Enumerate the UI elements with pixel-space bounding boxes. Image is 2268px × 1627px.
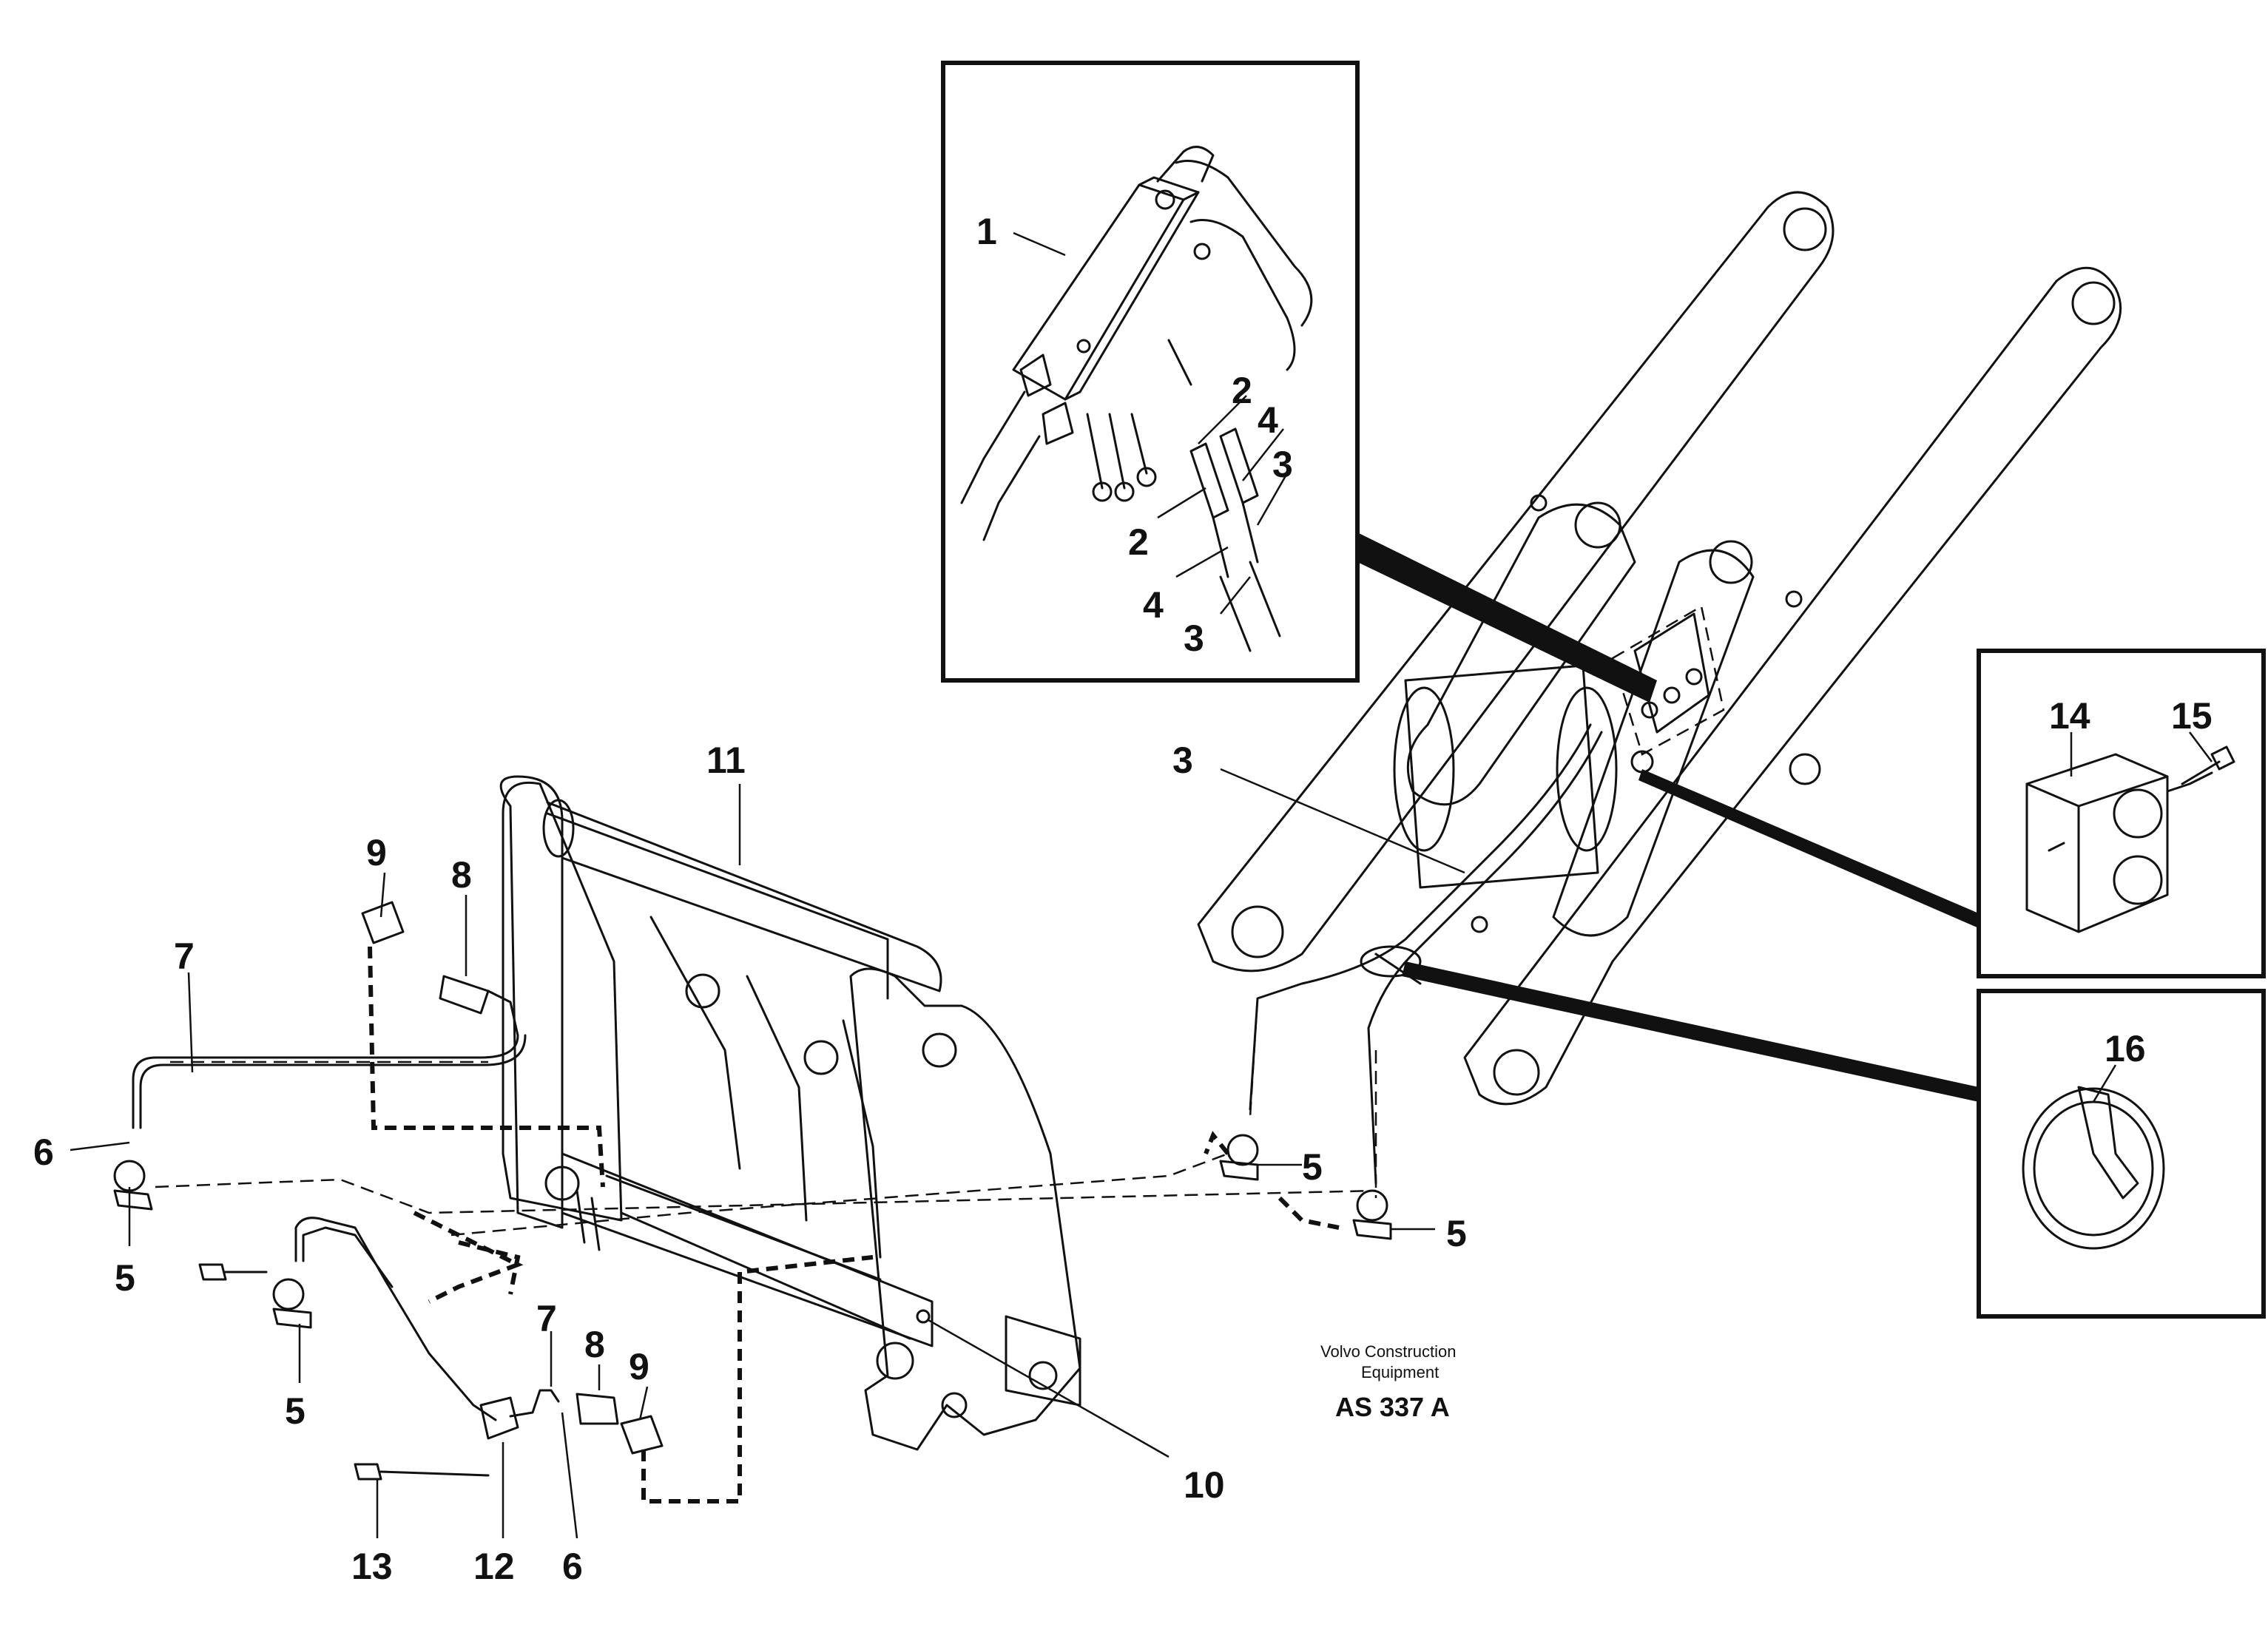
callout-labels: 1 2 2 4 3 4 3 3 11 9 8 7 6 5 5 7 8 9 10 …: [33, 211, 2213, 1587]
callout-8: 8: [451, 854, 472, 896]
inset-valve-block: [941, 61, 1657, 703]
callout-5: 5: [285, 1390, 306, 1432]
callout-14: 14: [2049, 695, 2090, 737]
inset-cable-tie: [1402, 961, 2266, 1319]
callout-16: 16: [2105, 1028, 2146, 1069]
callout-4: 4: [1258, 399, 1278, 441]
drawing-code: AS 337 A: [1335, 1392, 1450, 1422]
callout-7: 7: [536, 1298, 557, 1339]
callout-1: 1: [976, 211, 997, 252]
callout-8: 8: [584, 1324, 605, 1365]
callout-13: 13: [351, 1546, 393, 1587]
drawing-credit: Volvo Construction Equipment AS 337 A: [1320, 1342, 1456, 1422]
callout-12: 12: [473, 1546, 515, 1587]
callout-7: 7: [174, 936, 195, 977]
coupler-hoses: [113, 901, 1392, 1503]
lift-arm-assembly: [1197, 191, 2122, 1106]
arm-hoses: [1249, 723, 1654, 1198]
callout-6: 6: [33, 1132, 54, 1173]
callout-11: 11: [706, 740, 746, 781]
credit-line-2: Equipment: [1361, 1363, 1439, 1381]
callout-5: 5: [115, 1257, 135, 1299]
callout-4: 4: [1143, 584, 1164, 626]
callout-3: 3: [1272, 444, 1293, 485]
callout-3: 3: [1172, 740, 1193, 781]
coupler-frame: [499, 775, 1081, 1451]
callout-5: 5: [1446, 1213, 1467, 1254]
callout-2: 2: [1232, 370, 1252, 411]
leader-lines: [70, 231, 2213, 1539]
callout-3: 3: [1184, 618, 1204, 659]
inset-clamp: [1638, 649, 2266, 978]
callout-10: 10: [1184, 1464, 1225, 1506]
callout-15: 15: [2171, 695, 2213, 737]
callout-9: 9: [366, 832, 387, 873]
callout-9: 9: [629, 1346, 649, 1387]
callout-6: 6: [562, 1546, 583, 1587]
callout-5: 5: [1302, 1146, 1323, 1188]
credit-line-1: Volvo Construction: [1320, 1342, 1456, 1361]
callout-2: 2: [1128, 521, 1149, 563]
